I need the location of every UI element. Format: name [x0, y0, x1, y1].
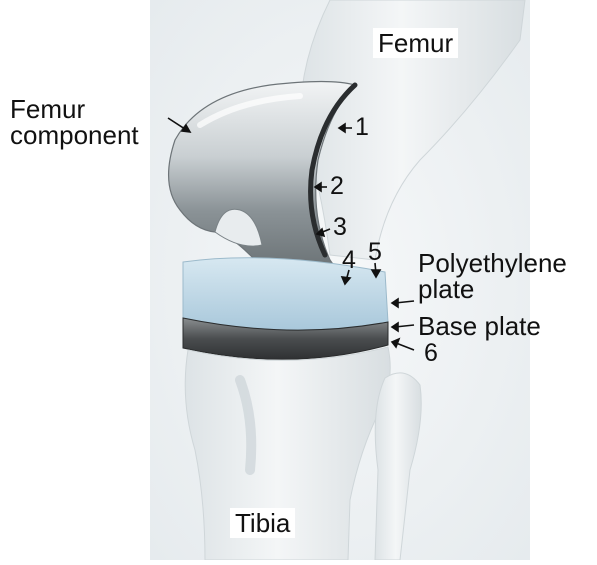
- femur-component-label-line2: component: [10, 122, 139, 148]
- base-plate-label: Base plate: [418, 313, 541, 339]
- femur-component-label-line1: Femur: [10, 96, 85, 122]
- number-4-label: 4: [342, 248, 356, 273]
- number-5-label: 5: [368, 240, 382, 265]
- number-3-label: 3: [333, 215, 347, 240]
- number-2-label: 2: [330, 174, 344, 199]
- femur-label: Femur: [373, 28, 458, 58]
- tibia-label: Tibia: [230, 508, 295, 538]
- polyethylene-label-line2: plate: [418, 276, 474, 302]
- number-1-label: 1: [355, 115, 369, 140]
- number-6-label: 6: [424, 341, 438, 366]
- polyethylene-label-line1: Polyethylene: [418, 250, 567, 276]
- polyethylene-plate: [183, 258, 388, 330]
